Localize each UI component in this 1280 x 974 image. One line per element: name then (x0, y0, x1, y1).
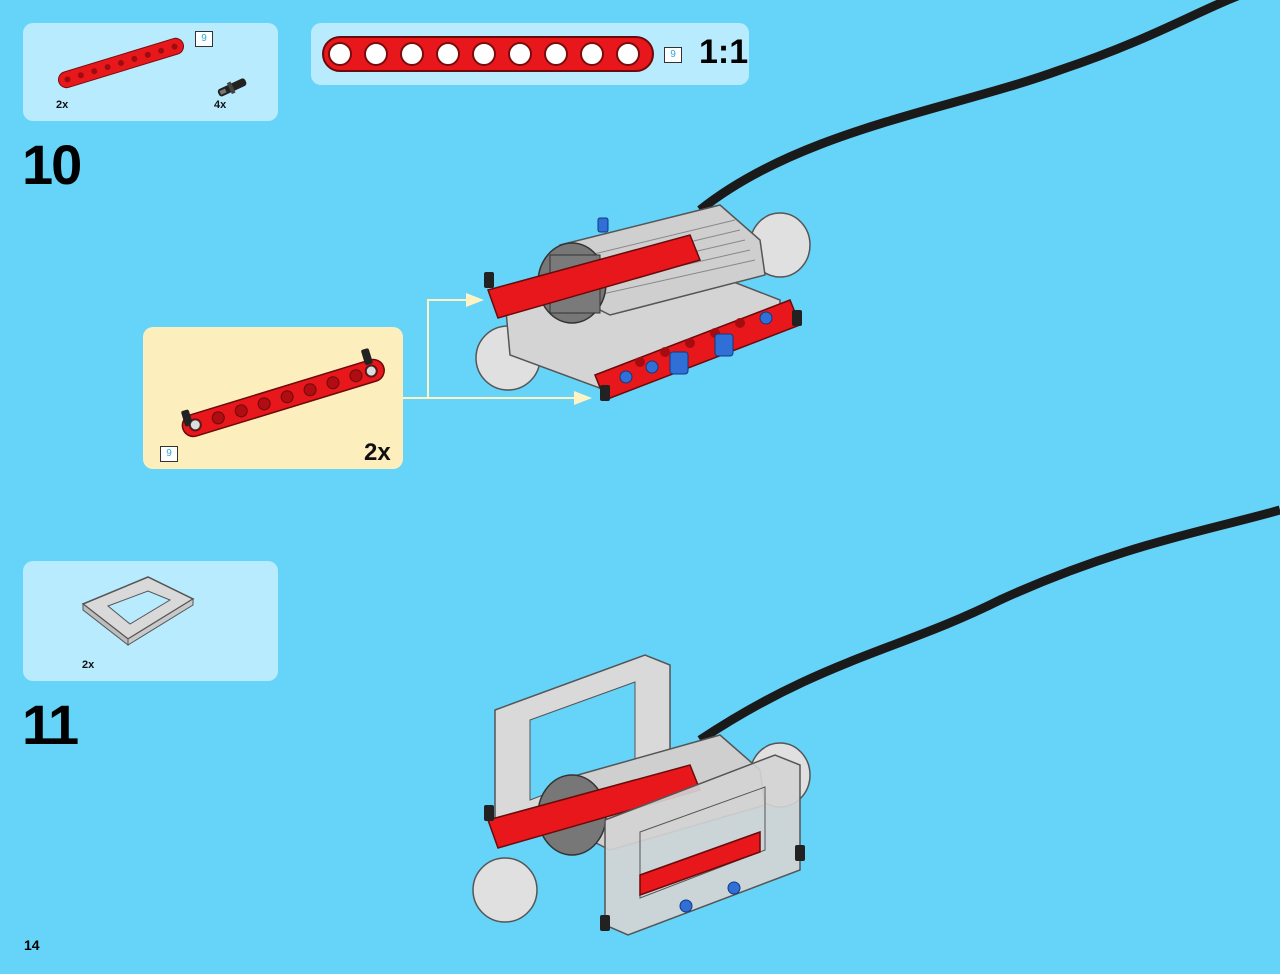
beam-1to1-icon (322, 36, 654, 72)
step-number-11: 11 (22, 693, 79, 756)
subassembly-box: 9 2x (143, 327, 403, 469)
step-10-parts-box: 9 2x 4x (23, 23, 278, 121)
beam-length-box: 9 (195, 31, 213, 47)
red-liftarm-9-icon (57, 37, 185, 89)
beam-length-box: 9 (664, 47, 682, 63)
part-quantity: 2x (82, 659, 95, 671)
grey-frame-icon (81, 576, 195, 647)
part-quantity: 2x (56, 99, 69, 111)
step-11-parts-box: 2x (23, 561, 278, 681)
step-number-10: 10 (22, 133, 82, 196)
black-pin-icon (217, 78, 247, 97)
subassembly-beam-icon (181, 348, 385, 438)
subassembly-quantity: 2x (364, 439, 391, 466)
part-quantity: 4x (214, 99, 227, 111)
scale-label: 1:1 (699, 33, 749, 71)
beam-length-box: 9 (160, 446, 178, 462)
scale-reference-box: 9 1:1 (311, 23, 749, 85)
placement-arrows (403, 299, 578, 399)
page-number: 14 (24, 937, 40, 953)
